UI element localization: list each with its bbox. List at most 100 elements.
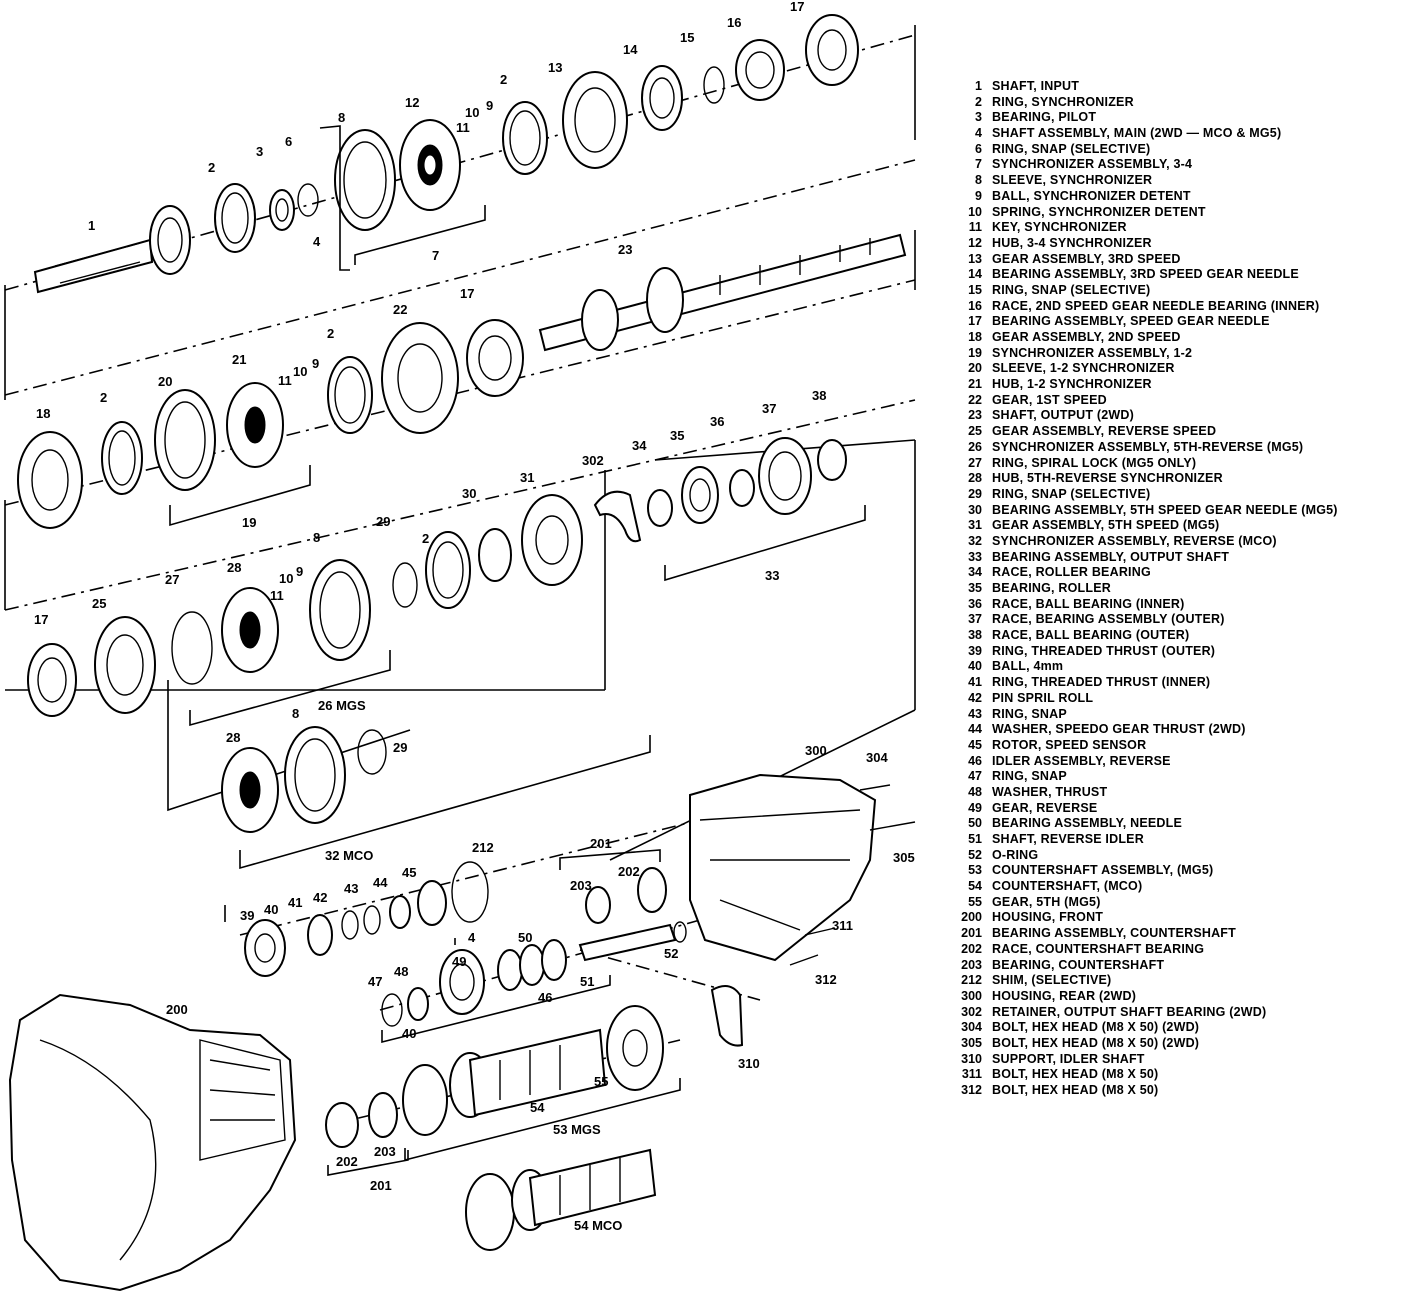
countershaft-bearing-203 (585, 886, 611, 924)
callout: 17 (34, 612, 48, 627)
legend-description: HUB, 3-4 SYNCHRONIZER (992, 235, 1152, 250)
pilot-bearing (269, 189, 295, 231)
countershaft-mg5 (402, 1005, 664, 1136)
callout: 33 (765, 568, 779, 583)
front-race-bearing (325, 1092, 398, 1148)
legend-description: RING, SNAP (992, 706, 1067, 721)
legend-description: HOUSING, FRONT (992, 910, 1104, 925)
legend-number: 200 (961, 910, 982, 925)
legend-number: 310 (961, 1051, 982, 1066)
callout: 300 (805, 743, 827, 758)
legend-description: GEAR ASSEMBLY, REVERSE SPEED (992, 424, 1217, 439)
callout: 2 (500, 72, 507, 87)
legend-description: RETAINER, OUTPUT SHAFT BEARING (2WD) (992, 1004, 1267, 1019)
legend-description: RING, SNAP (SELECTIVE) (992, 282, 1151, 297)
legend-description: BEARING ASSEMBLY, 3RD SPEED GEAR NEEDLE (992, 267, 1299, 282)
needle-bearing-30 (478, 528, 512, 582)
bracket-201-lower (327, 1150, 409, 1176)
countershaft-mco (465, 1148, 657, 1251)
legend-number: 35 (968, 581, 982, 595)
first-speed-gear (381, 322, 459, 434)
washer-44 (389, 895, 411, 929)
callout: 4 (468, 930, 476, 945)
legend-number: 2 (975, 94, 982, 109)
race-37 (758, 437, 812, 515)
snap-ring-43 (341, 910, 359, 940)
third-gear-needle-bearing (641, 65, 683, 131)
legend-number: 14 (968, 267, 982, 282)
callout: 29 (376, 514, 390, 529)
legend-number: 20 (968, 361, 982, 376)
output-shaft (538, 233, 907, 352)
legend-description: RING, SNAP (SELECTIVE) (992, 141, 1151, 156)
callout: 203 (374, 1144, 396, 1159)
legend-number: 52 (968, 847, 982, 862)
callout: 20 (158, 374, 172, 389)
legend-description: BEARING ASSEMBLY, COUNTERSHAFT (992, 926, 1236, 941)
callout: 34 (632, 438, 647, 453)
legend-number: 19 (968, 345, 982, 360)
legend-description: SYNCHRONIZER ASSEMBLY, 5TH-REVERSE (MG5) (992, 439, 1304, 454)
retainer-302 (593, 490, 642, 543)
race-16 (735, 39, 785, 101)
legend-number: 202 (961, 941, 982, 956)
legend-description: RING, SNAP (992, 769, 1067, 784)
legend-description: SLEEVE, 1-2 SYNCHRONIZER (992, 361, 1175, 376)
legend-description: ROTOR, SPEED SENSOR (992, 737, 1147, 752)
legend-number: 40 (968, 659, 982, 674)
bracket-26 (189, 650, 391, 727)
callout: 54 MCO (574, 1218, 622, 1233)
legend-description: BOLT, HEX HEAD (M8 X 50) (992, 1083, 1159, 1097)
legend-row: 20 SLEEVE, 1-2 SYNCHRONIZER (940, 361, 1380, 377)
legend-number: 53 (968, 863, 982, 878)
legend-description: HUB, 1-2 SYNCHRONIZER (992, 377, 1152, 392)
reverse-speed-gear (94, 616, 156, 714)
legend-description: KEY, SYNCHRONIZER (992, 220, 1127, 235)
callout: 49 (452, 954, 466, 969)
legend-number: 23 (968, 408, 982, 423)
callout: 201 (370, 1178, 392, 1193)
callout: 6 (285, 134, 292, 149)
callout: 3 (256, 144, 263, 159)
callout: 2 (327, 326, 334, 341)
legend-description: RING, THREADED THRUST (INNER) (992, 675, 1211, 690)
legend-description: GEAR, REVERSE (992, 800, 1098, 815)
callout: 40 (264, 902, 278, 917)
callout: 10 (465, 105, 479, 120)
callout: 37 (762, 401, 776, 416)
callout: 10 (279, 571, 293, 586)
legend-description: RACE, COUNTERSHAFT BEARING (992, 941, 1205, 956)
legend-description: SUPPORT, IDLER SHAFT (992, 1051, 1145, 1066)
callout: 42 (313, 890, 327, 905)
legend-number: 8 (975, 173, 982, 188)
callout: 27 (165, 572, 179, 587)
legend-description: BEARING ASSEMBLY, NEEDLE (992, 816, 1183, 831)
legend-number: 39 (968, 643, 982, 658)
bracket-46 (381, 975, 611, 1044)
callout: 52 (664, 946, 678, 961)
legend-number: 49 (968, 800, 982, 815)
legend-row: 200 HOUSING, FRONT (940, 910, 1380, 926)
legend-number: 50 (968, 816, 982, 831)
callout: 311 (832, 918, 853, 933)
threaded-ring-41 (307, 914, 333, 956)
rear-housing (689, 773, 916, 962)
callout: 23 (618, 242, 632, 257)
legend-description: SHAFT, INPUT (992, 79, 1080, 93)
